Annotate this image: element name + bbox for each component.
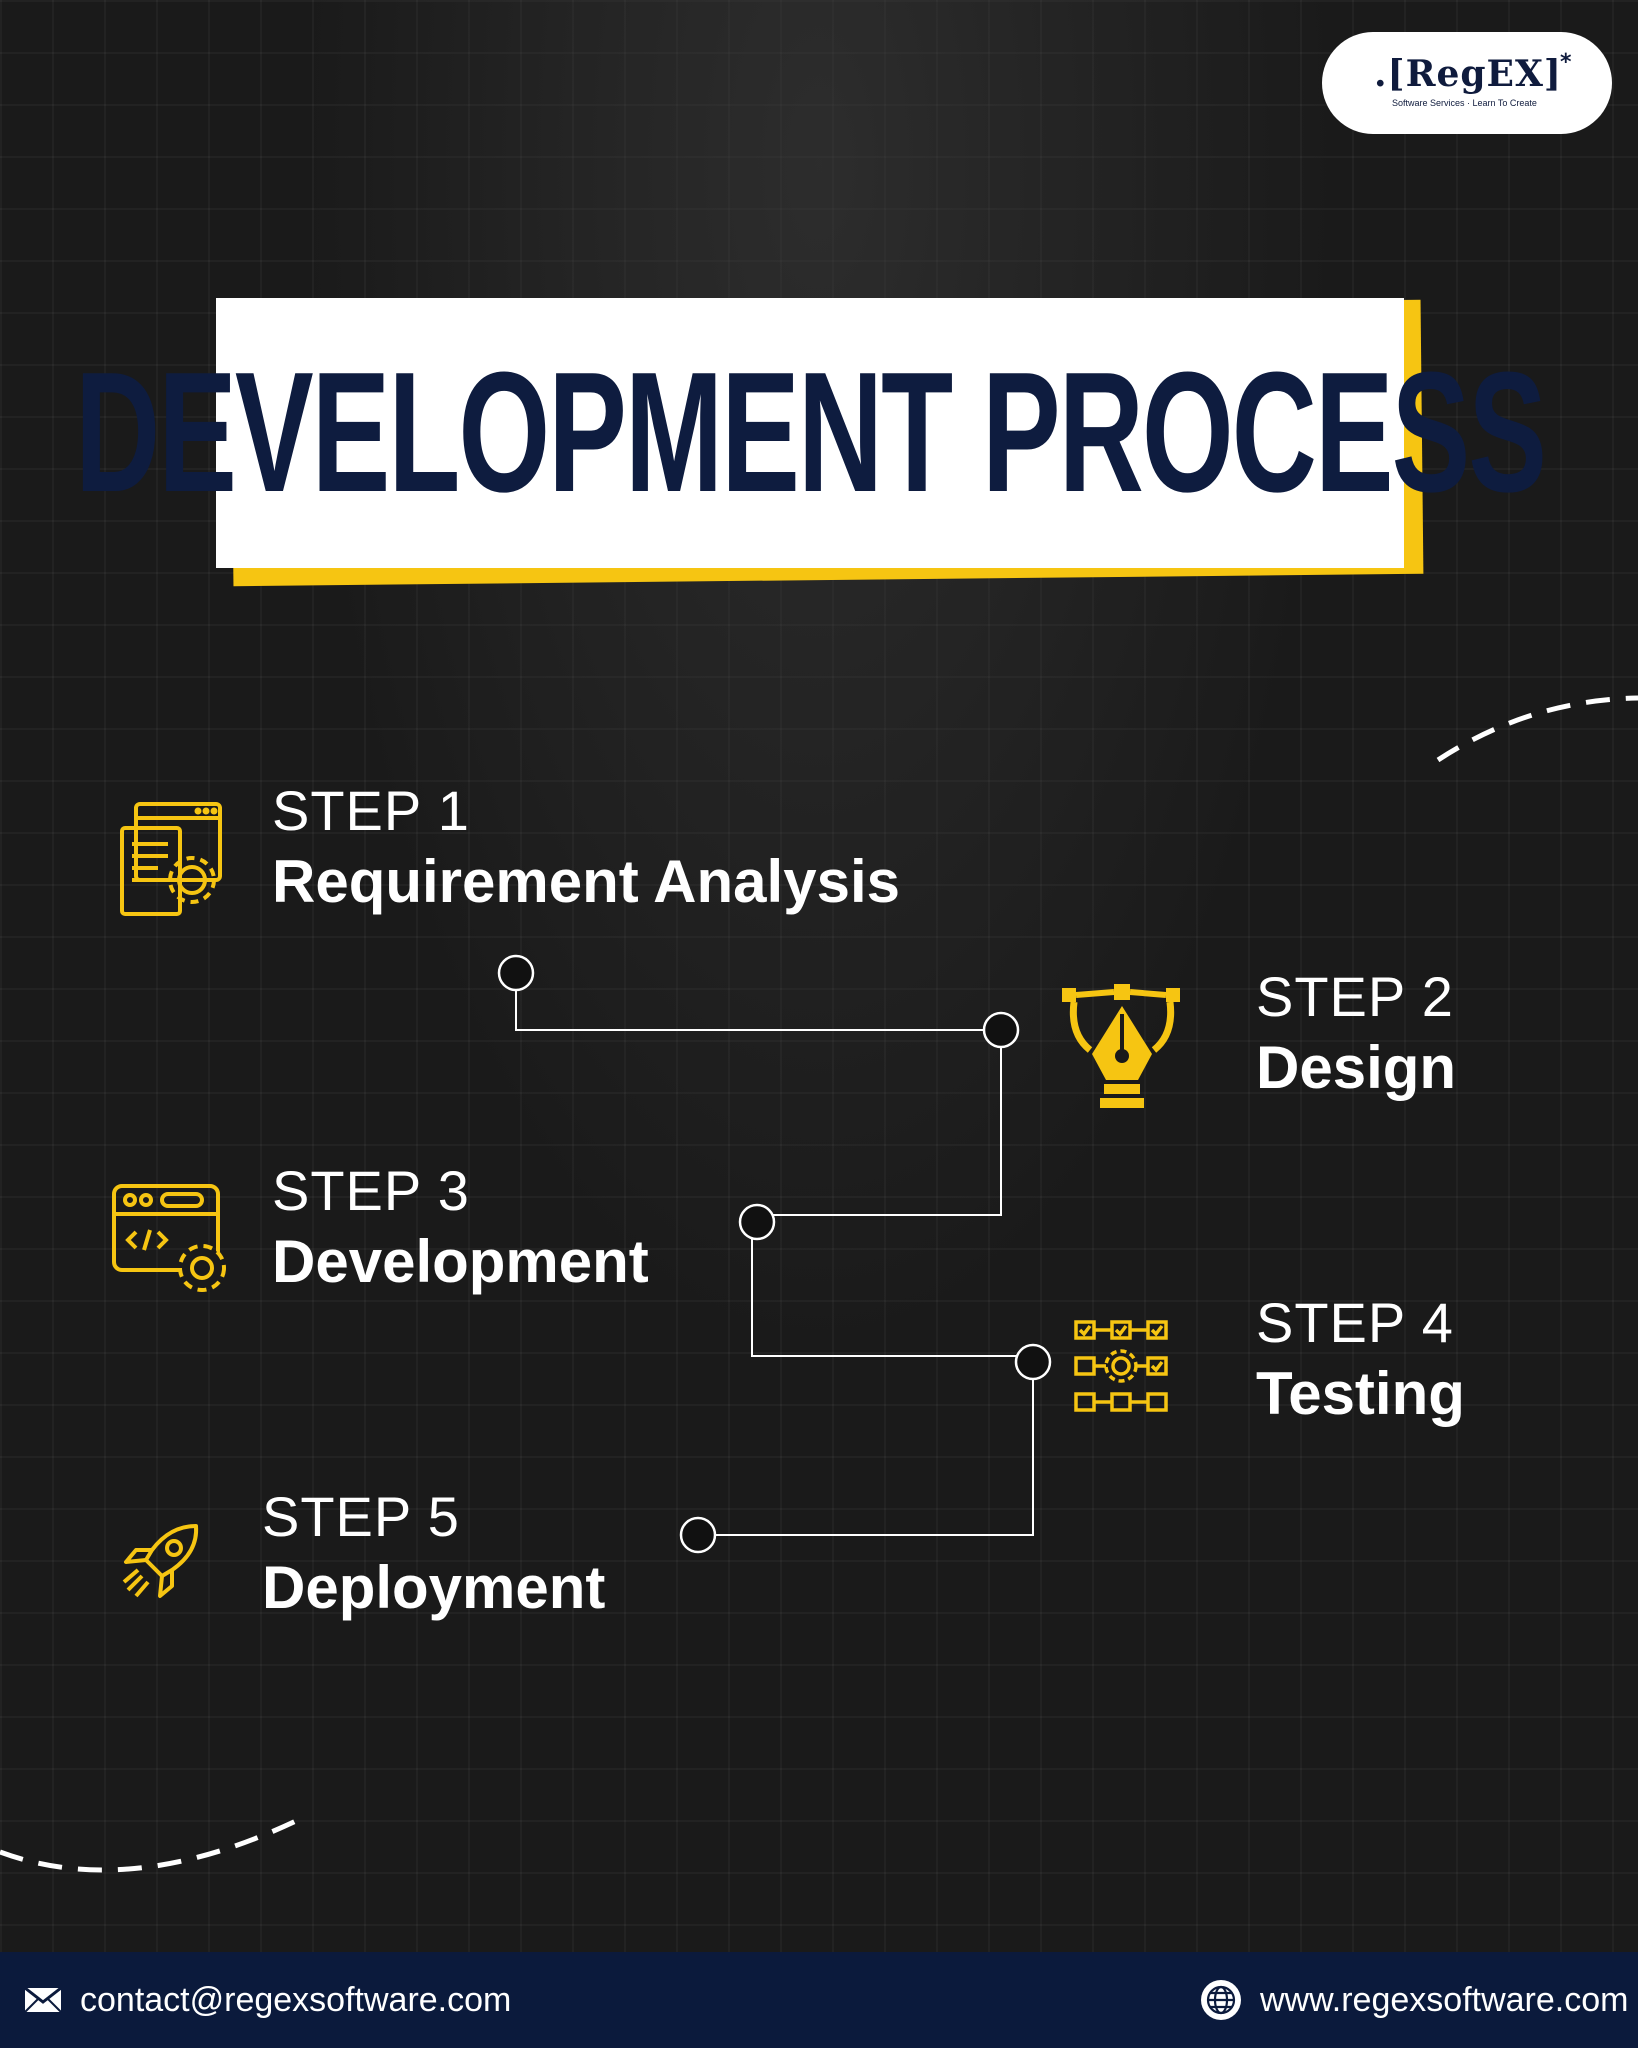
rocket-icon — [118, 1520, 204, 1610]
step-3-title: Development — [272, 1228, 649, 1295]
step-1-number: STEP 1 — [272, 779, 470, 842]
globe-icon — [1201, 1980, 1241, 2020]
logo-wordmark: .[RegEX] — [1374, 53, 1562, 95]
footer-website-text: www.regexsoftware.com — [1260, 1980, 1629, 2019]
logo-tagline: Software Services · Learn To Create — [1392, 98, 1537, 108]
step-2: STEP 2 Design — [1256, 964, 1456, 1106]
connector-node — [679, 1516, 717, 1554]
step-1: STEP 1 Requirement Analysis — [272, 778, 900, 920]
page-title: DEVELOPMENT PROCESS — [75, 337, 1547, 529]
connector-node — [1014, 1343, 1052, 1381]
dashed-arc-top-right — [1436, 695, 1638, 763]
code-window-gear-icon — [110, 1180, 234, 1304]
requirement-document-gear-icon — [118, 800, 228, 924]
footer-website[interactable]: www.regexsoftware.com — [1200, 1952, 1628, 2048]
connector-step3-step4 — [751, 1222, 1033, 1357]
step-5: STEP 5 Deployment — [262, 1484, 605, 1626]
step-2-title: Design — [1256, 1034, 1457, 1101]
dashed-arc-bottom-left — [0, 1817, 300, 1873]
contact-footer: contact@regexsoftware.com www.regexsoftw… — [0, 1952, 1638, 2048]
step-4-number: STEP 4 — [1256, 1291, 1454, 1354]
step-3: STEP 3 Development — [272, 1158, 649, 1300]
footer-email-text: contact@regexsoftware.com — [80, 1980, 512, 2019]
connector-step4-step5 — [698, 1362, 1034, 1536]
step-2-number: STEP 2 — [1256, 965, 1454, 1028]
connector-node — [738, 1203, 776, 1241]
connector-node — [982, 1011, 1020, 1049]
logo-star: * — [1560, 50, 1572, 75]
title-banner: DEVELOPMENT PROCESS — [75, 298, 1547, 568]
pen-tool-icon — [1060, 984, 1184, 1116]
step-1-title: Requirement Analysis — [272, 848, 900, 915]
step-3-number: STEP 3 — [272, 1159, 470, 1222]
testing-flowchart-icon — [1072, 1318, 1172, 1422]
step-4-title: Testing — [1256, 1360, 1465, 1427]
regex-logo-badge[interactable]: .[RegEX] * Software Services · Learn To … — [1322, 32, 1612, 134]
connector-node — [497, 954, 535, 992]
step-5-number: STEP 5 — [262, 1485, 460, 1548]
step-4: STEP 4 Testing — [1256, 1290, 1465, 1432]
step-5-title: Deployment — [262, 1554, 606, 1621]
mail-icon — [24, 1987, 62, 2013]
connector-step1-step2 — [515, 973, 1001, 1031]
footer-email[interactable]: contact@regexsoftware.com — [24, 1952, 511, 2048]
connector-step2-step3 — [757, 1030, 1002, 1216]
